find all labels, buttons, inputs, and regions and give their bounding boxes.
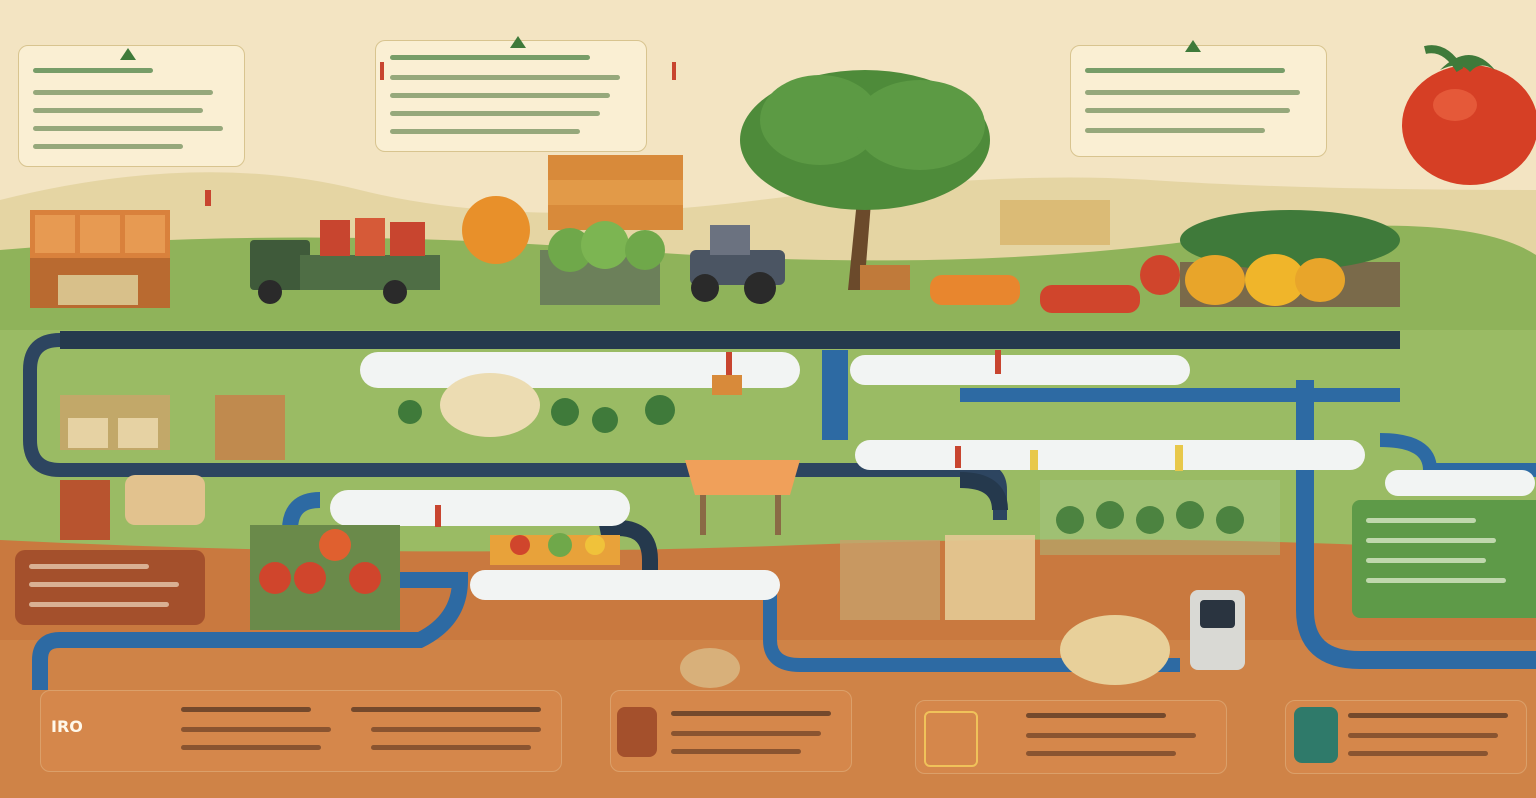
- bottom-card-3: [915, 700, 1227, 774]
- scale-icon: [1294, 707, 1338, 763]
- bottom-card-4: [1285, 700, 1527, 774]
- bottom-badge: IRO: [51, 717, 83, 736]
- info-card-top-center: [375, 40, 647, 152]
- package-box-icon: [60, 395, 285, 460]
- greenhouse-icon: [1040, 480, 1280, 555]
- info-card-top-right: [1070, 45, 1327, 157]
- greens-icon: [398, 395, 675, 433]
- marker-icon: [120, 36, 1201, 60]
- info-card-right-green: [1352, 500, 1536, 618]
- potato-icon: [440, 373, 540, 437]
- vegetable-cart-icon: [540, 221, 665, 305]
- chart-icon: [924, 711, 978, 767]
- scale-icon: [1190, 590, 1245, 670]
- market-stall-icon: [685, 460, 800, 535]
- tomato-icon: [1402, 45, 1536, 185]
- orange-icon: [462, 196, 530, 264]
- info-card-left-brown: [15, 550, 205, 625]
- crate-icon: [250, 525, 400, 630]
- info-card-top-left: [18, 45, 245, 167]
- hay-stack-icon: [548, 155, 683, 230]
- tractor-icon: [690, 225, 785, 304]
- truck-icon: [250, 218, 440, 304]
- recycle-icon: [617, 707, 657, 757]
- vegetable-basket-icon: [1140, 210, 1400, 307]
- crate-icon: [30, 210, 170, 308]
- produce-pile-icon: [860, 265, 1140, 313]
- tree-icon: [740, 70, 990, 290]
- bottom-card-1: IRO: [40, 690, 562, 772]
- bottom-card-2: [610, 690, 852, 772]
